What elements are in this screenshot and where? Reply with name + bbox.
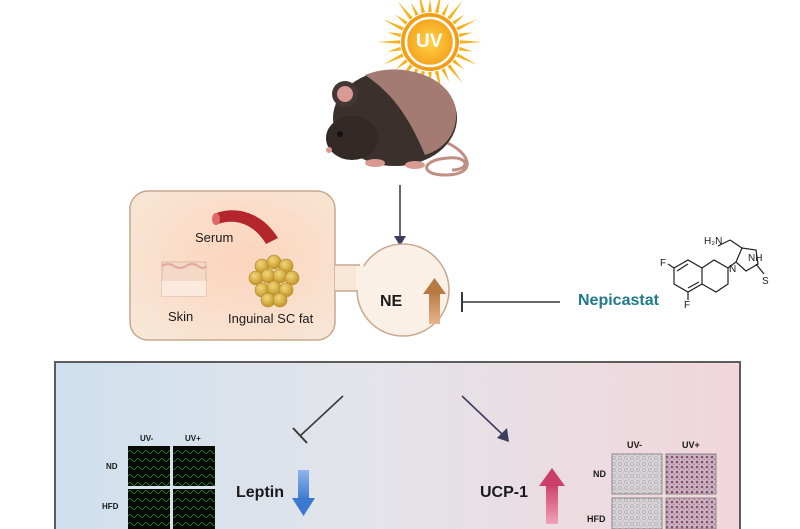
- mouse-illustration: [326, 69, 469, 177]
- ne-up-arrow-icon: [423, 278, 446, 324]
- sun-ray: [428, 0, 432, 13]
- right-grid-row-nd: ND: [593, 469, 606, 479]
- serum-label: Serum: [195, 230, 234, 245]
- sun-ray: [441, 2, 450, 16]
- sun-ray: [434, 0, 441, 14]
- molecule-f1-label: F: [660, 258, 667, 269]
- nepicastat-label: Nepicastat: [578, 292, 659, 309]
- sun-ray: [459, 40, 482, 44]
- sun-ray: [395, 14, 408, 25]
- left-grid-col-uvplus: UV+: [185, 434, 201, 443]
- fat-cell: [284, 270, 300, 286]
- right-grid-col-uvplus: UV+: [682, 440, 700, 450]
- sun-ray: [458, 46, 473, 52]
- fat-cells-icon: [248, 254, 300, 308]
- sun-ray: [410, 2, 419, 16]
- sun-ray: [456, 53, 477, 65]
- leptin-down-arrow-icon: [292, 470, 315, 516]
- sun-ray: [447, 64, 463, 83]
- sun-ray: [452, 59, 465, 70]
- ne-label: NE: [380, 293, 403, 310]
- left-grid-row-nd: ND: [106, 462, 118, 471]
- left-grid-row-hfd: HFD: [102, 502, 119, 511]
- ucp1-up-arrow-icon: [539, 468, 565, 524]
- ucp1-activation-arrow: [461, 395, 503, 435]
- fat-cell: [272, 292, 288, 308]
- sun-ray: [397, 1, 413, 20]
- sun-label: UV: [416, 31, 443, 52]
- leptin-microscopy-grid: [128, 446, 215, 529]
- sun-ray: [383, 19, 404, 31]
- molecule-n-label: N: [729, 264, 737, 275]
- sun-ray: [419, 0, 426, 14]
- sun-ray: [383, 53, 404, 65]
- sun-ray: [456, 19, 477, 31]
- right-grid-row-hfd: HFD: [587, 514, 606, 524]
- leptin-label: Leptin: [236, 484, 284, 501]
- ucp1-label: UCP-1: [480, 484, 529, 501]
- sun-ray: [441, 68, 450, 82]
- left-grid-col-uvminus: UV-: [140, 434, 154, 443]
- molecule-amine-label: H₂N: [704, 236, 723, 247]
- molecule-f2-label: F: [684, 300, 691, 311]
- sun-ray: [378, 40, 401, 44]
- skin-icon: [161, 261, 207, 297]
- leptin-inhibition-line: [299, 395, 344, 437]
- sun-ray: [452, 14, 465, 25]
- skin-label: Skin: [168, 309, 194, 324]
- sun-ray: [447, 1, 463, 20]
- ucp1-histology-grid: [611, 453, 717, 529]
- right-grid-col-uvminus: UV-: [627, 440, 643, 450]
- nepicastat-structure-icon: [667, 239, 765, 300]
- blood-vessel-icon: [212, 210, 278, 244]
- sun-ray: [387, 32, 402, 38]
- sun-ray: [387, 46, 402, 52]
- fat-label: Inguinal SC fat: [228, 311, 314, 326]
- sun-ray: [395, 59, 408, 70]
- sun-ray: [458, 32, 473, 38]
- molecule-s-label: S: [762, 276, 769, 287]
- tissue-ne-connector: [335, 265, 360, 291]
- molecule-nh-label: NH: [748, 253, 763, 264]
